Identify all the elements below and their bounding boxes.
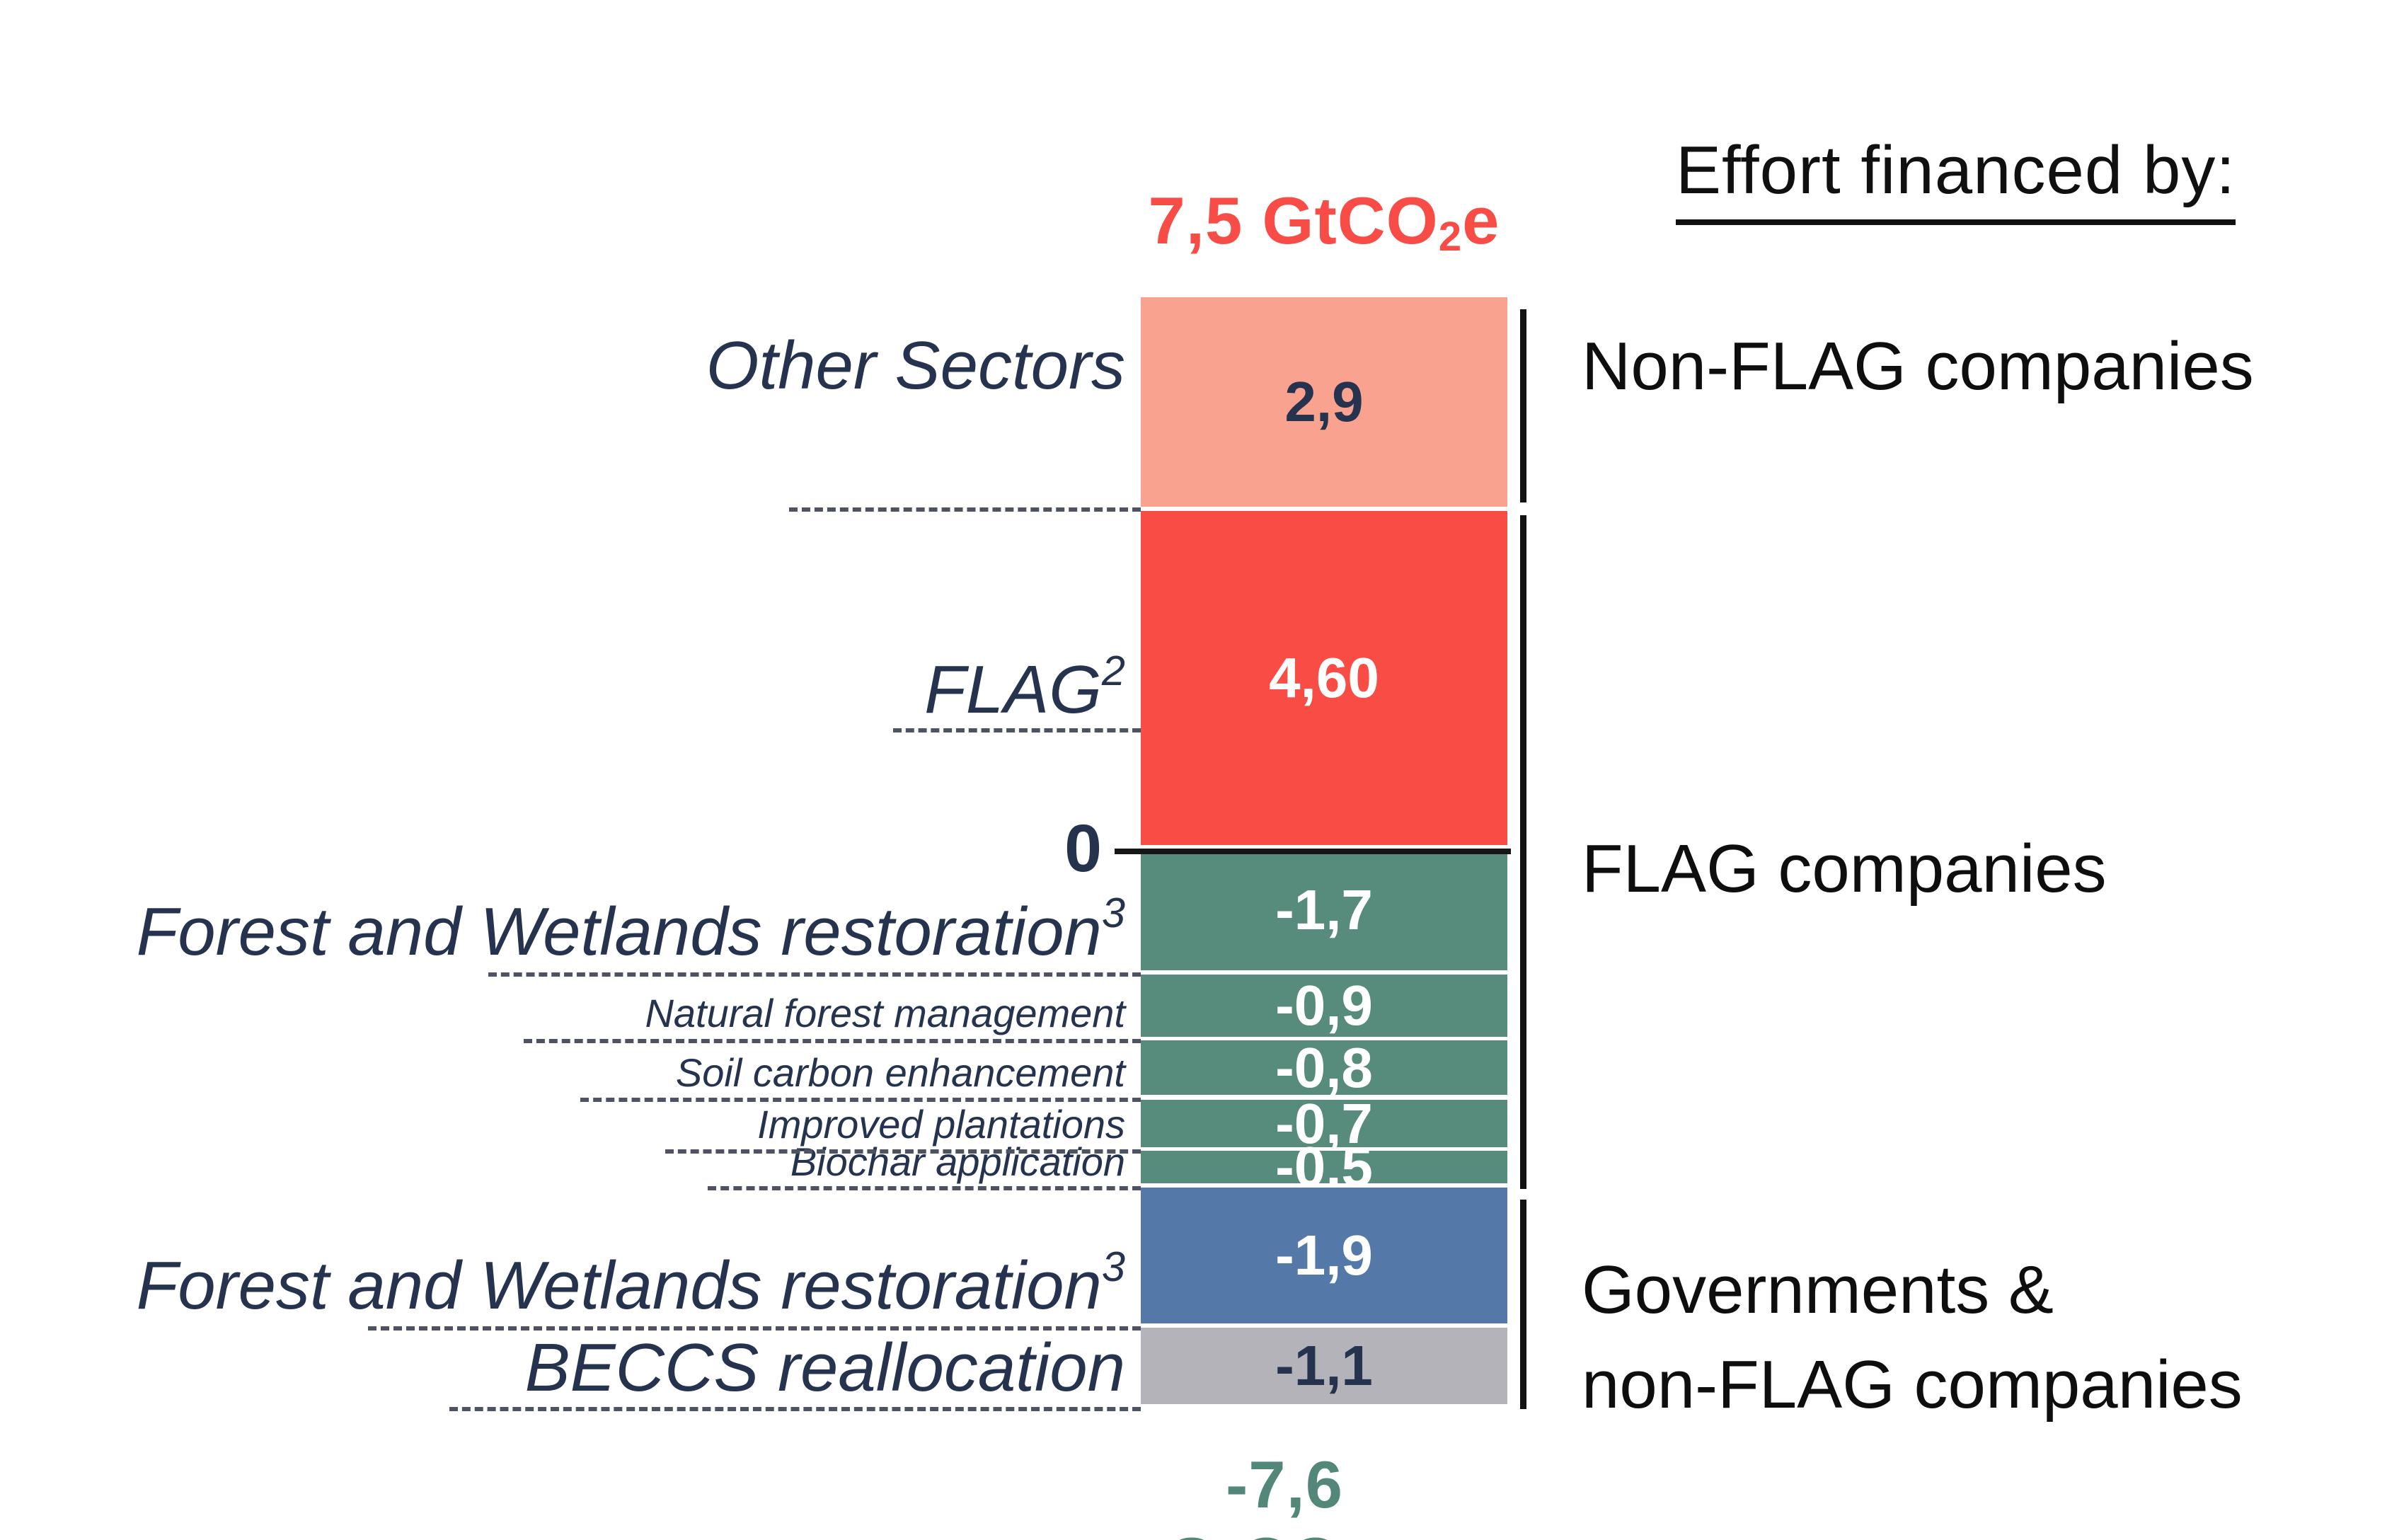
label-improved-plantations: Improved plantations [757, 1102, 1125, 1147]
leader-line-improved-plantations [665, 1149, 1141, 1154]
segment-value: -1,9 [1275, 1224, 1373, 1287]
leader-line-flag [893, 728, 1141, 732]
segment-value: -1,1 [1275, 1334, 1373, 1397]
label-beccs-reallocation: BECCS reallocation [525, 1329, 1125, 1407]
chart-title: Effort financed by: [1676, 132, 2236, 225]
label-other-sectors: Other Sectors [706, 327, 1125, 405]
group-label-flag: FLAG companies [1582, 831, 2107, 907]
bar-segment-other-sectors: 2,9 [1141, 297, 1507, 507]
label-text: Forest and Wetlands restoration [136, 894, 1102, 970]
zero-axis-line [1115, 849, 1511, 854]
label-forest-wetlands-gov: Forest and Wetlands restoration3 [136, 1246, 1125, 1325]
bar-segment-flag: 4,60 [1141, 511, 1507, 845]
segment-value: -0,7 [1275, 1091, 1373, 1155]
bracket-flag [1520, 515, 1526, 1189]
label-sup: 2 [1101, 647, 1125, 695]
leader-line-biochar-application [708, 1186, 1141, 1190]
label-text: Forest and Wetlands restoration [136, 1248, 1102, 1323]
bracket-governments [1520, 1200, 1526, 1409]
group-label-line2: non-FLAG companies [1582, 1347, 2243, 1423]
label-text: Natural forest management [645, 991, 1125, 1035]
label-natural-forest-management: Natural forest management [645, 991, 1125, 1036]
leader-line-forest-wetlands-flag [488, 972, 1141, 977]
group-label-governments: Governments & non-FLAG companies [1582, 1243, 2243, 1432]
top-total-sub: 2 [1438, 214, 1463, 260]
segment-value: -0,5 [1275, 1135, 1373, 1198]
zero-axis-label: 0 [1064, 811, 1102, 886]
label-soil-carbon-enhancement: Soil carbon enhancement [676, 1050, 1125, 1096]
group-label-non-flag: Non-FLAG companies [1582, 328, 2254, 404]
label-text: FLAG [924, 652, 1102, 728]
bottom-total-label: -7,6 GtCO2e [1101, 1447, 1468, 1540]
top-total-pre: 7,5 GtCO [1148, 183, 1439, 258]
segment-value: 4,60 [1269, 646, 1379, 709]
bar-segment-improved-plantations: -0,7 [1141, 1095, 1507, 1151]
label-text: Soil carbon enhancement [675, 1050, 1125, 1095]
bar-segment-natural-forest-management: -0,9 [1141, 975, 1507, 1037]
label-text: BECCS reallocation [524, 1330, 1125, 1406]
group-label-line1: Governments & [1582, 1252, 2054, 1328]
bar-segment-soil-carbon-enhancement: -0,8 [1141, 1035, 1507, 1099]
leader-line-beccs-reallocation [449, 1407, 1141, 1411]
segment-value: -1,7 [1275, 878, 1373, 941]
bottom-total-post: e [1366, 1524, 1403, 1540]
bottom-total-pre: -7,6 GtCO [1166, 1447, 1343, 1540]
bar-segment-biochar-application: -0,5 [1141, 1139, 1507, 1195]
bar-segment-forest-wetlands-restoration-flag: -1,7 [1141, 849, 1507, 970]
label-text: Other Sectors [706, 328, 1125, 403]
bracket-non-flag [1520, 309, 1526, 502]
label-sup: 3 [1101, 1243, 1125, 1291]
label-biochar-application: Biochar application [790, 1139, 1125, 1185]
label-sup: 3 [1101, 889, 1125, 937]
bar-segment-beccs-reallocation: -1,1 [1141, 1328, 1507, 1404]
top-total-post: e [1462, 183, 1500, 258]
label-text: Improved plantations [757, 1102, 1125, 1147]
leader-line-other-sectors [789, 507, 1141, 512]
bar-segment-forest-wetlands-restoration-gov: -1,9 [1141, 1188, 1507, 1323]
label-flag: FLAG2 [924, 650, 1125, 729]
leader-line-forest-wetlands-gov [368, 1326, 1141, 1331]
segment-value: 2,9 [1284, 370, 1364, 433]
segment-value: -0,8 [1275, 1035, 1373, 1099]
label-text: Biochar application [790, 1139, 1125, 1184]
leader-line-soil-carbon-enhancement [580, 1098, 1141, 1102]
segment-value: -0,9 [1275, 974, 1373, 1037]
label-forest-wetlands-flag: Forest and Wetlands restoration3 [136, 892, 1125, 971]
leader-line-natural-forest-management [524, 1039, 1141, 1043]
top-total-label: 7,5 GtCO2e [1141, 183, 1507, 260]
